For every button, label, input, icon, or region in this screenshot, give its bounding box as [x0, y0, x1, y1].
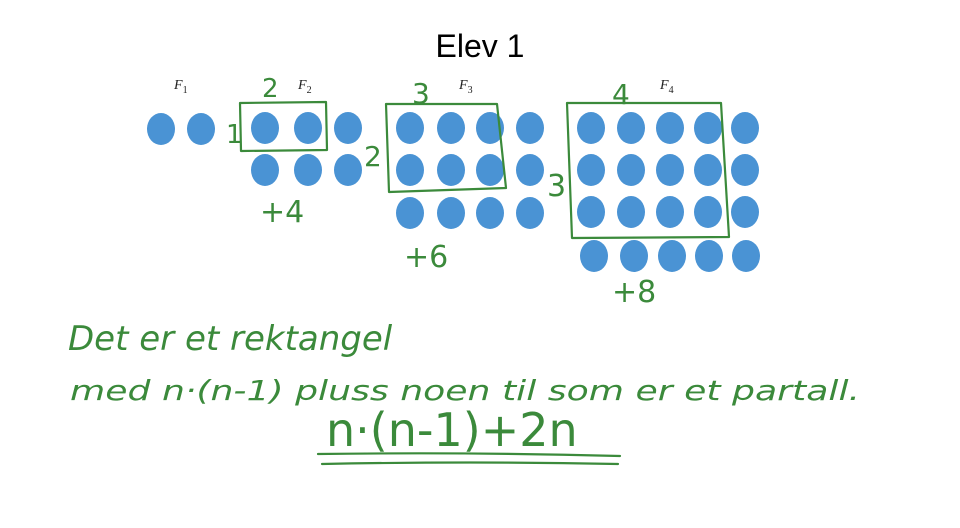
dot — [516, 112, 544, 144]
dot — [731, 196, 759, 228]
box-label-f3: 3 — [412, 77, 430, 110]
dot — [577, 196, 605, 228]
handwriting-line-2: med n·(n-1) pluss noen til som er et par… — [70, 374, 860, 407]
dot — [147, 113, 175, 145]
figure-2-dots — [251, 112, 362, 186]
dot — [437, 154, 465, 186]
dot — [656, 196, 684, 228]
box-label-f4: 4 — [612, 78, 630, 111]
formula-underline-1 — [316, 452, 622, 458]
dot — [658, 240, 686, 272]
increment-f3: +6 — [404, 240, 448, 275]
box-label-f2: 2 — [262, 74, 279, 104]
dot — [731, 112, 759, 144]
dot — [694, 112, 722, 144]
rectangle-box-f4 — [565, 101, 731, 240]
rectangle-box-f3 — [384, 102, 508, 194]
dot — [617, 154, 645, 186]
dot — [251, 154, 279, 186]
figure-label-f4: F4 — [660, 78, 674, 96]
handwriting-line-1: Det er et rektangel — [68, 319, 393, 359]
dot — [656, 112, 684, 144]
dot — [396, 112, 424, 144]
dot — [334, 154, 362, 186]
side-label-f2: 1 — [226, 120, 243, 150]
formula: n·(n-1)+2n — [326, 403, 578, 457]
dot — [334, 112, 362, 144]
dot — [294, 112, 322, 144]
figure-4-dots — [577, 112, 760, 272]
side-label-f3: 2 — [364, 140, 382, 173]
figure-label-f2: F2 — [298, 78, 312, 96]
figure-3-dots — [396, 112, 544, 229]
figure-label-f1: F1 — [174, 78, 188, 96]
dot — [396, 197, 424, 229]
dot — [187, 113, 215, 145]
dot — [577, 112, 605, 144]
dot — [516, 154, 544, 186]
dot — [396, 154, 424, 186]
dot — [437, 197, 465, 229]
figure-1-dots — [147, 113, 215, 145]
dot — [656, 154, 684, 186]
dot — [620, 240, 648, 272]
dot — [294, 154, 322, 186]
slide-title: Elev 1 — [435, 28, 525, 64]
dot — [577, 154, 605, 186]
dot — [732, 240, 760, 272]
dot — [437, 112, 465, 144]
dot — [251, 112, 279, 144]
increment-f2: +4 — [260, 195, 304, 230]
increment-f4: +8 — [612, 275, 656, 310]
side-label-f4: 3 — [547, 169, 566, 204]
dot — [476, 112, 504, 144]
dot — [617, 112, 645, 144]
dot — [476, 197, 504, 229]
rectangle-box-f2 — [238, 100, 329, 153]
dot — [617, 196, 645, 228]
dot — [731, 154, 759, 186]
dot — [694, 154, 722, 186]
figure-label-f3: F3 — [459, 78, 473, 96]
dot — [476, 154, 504, 186]
dot — [580, 240, 608, 272]
dot — [694, 196, 722, 228]
formula-underline-2 — [320, 461, 620, 466]
dot — [695, 240, 723, 272]
dot — [516, 197, 544, 229]
